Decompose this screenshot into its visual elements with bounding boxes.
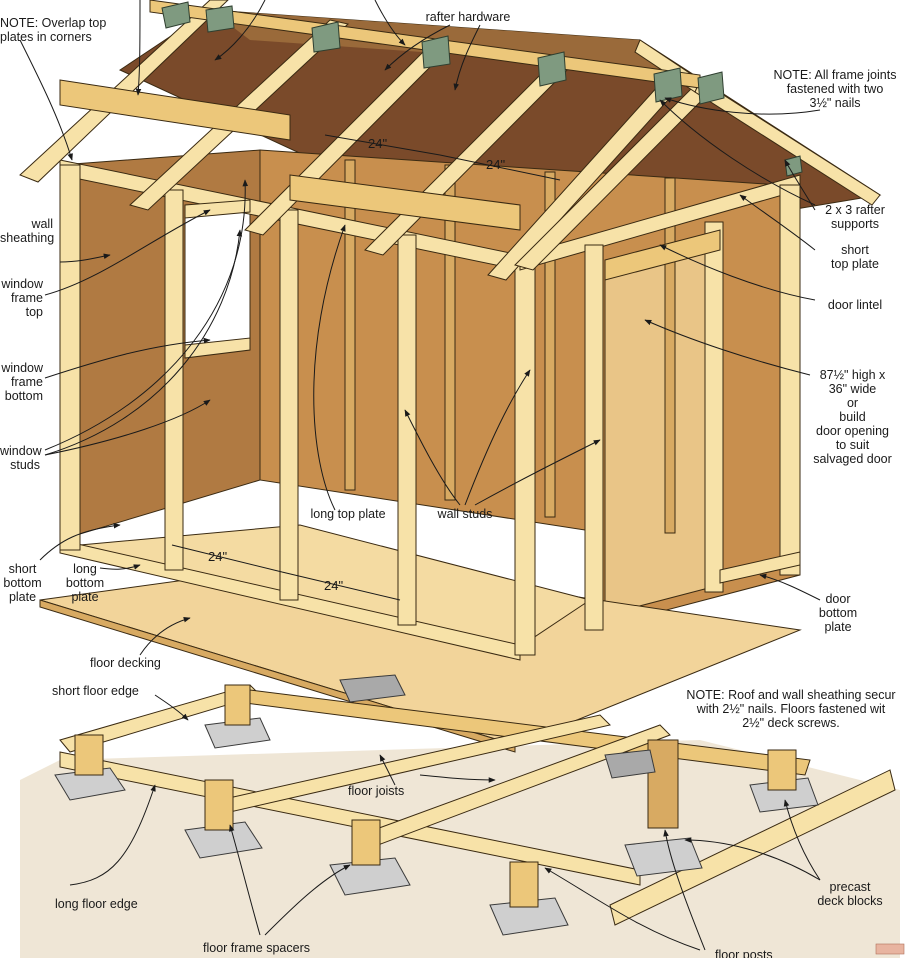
rafter-hardware xyxy=(161,1,803,177)
watermark-logo xyxy=(875,943,905,955)
label-floor-frame-spacers: floor frame spacers xyxy=(203,941,310,955)
label-long-bottom-plate: long bottom plate xyxy=(65,562,105,604)
label-wall-sheathing: wall sheathing xyxy=(0,217,55,245)
label-rafter-hardware: rafter hardware xyxy=(425,10,511,24)
label-floor-posts: floor posts xyxy=(715,948,773,958)
dimension-lines xyxy=(171,134,561,601)
dim-stud-spacing-2: 24" xyxy=(324,578,344,593)
label-sheathing-note: NOTE: Roof and wall sheathing secur with… xyxy=(686,688,896,730)
label-frame-joints-note: NOTE: All frame joints fastened with two… xyxy=(773,68,897,110)
label-door-lintel: door lintel xyxy=(827,298,883,312)
dim-rafter-spacing-1: 24" xyxy=(368,136,388,151)
dim-stud-spacing-1: 24" xyxy=(208,549,228,564)
back-studs xyxy=(344,159,676,534)
label-window-frame-top: window frame top xyxy=(1,277,43,319)
label-long-top-plate: long top plate xyxy=(310,507,386,521)
label-short-top-plate: short top plate xyxy=(831,243,879,271)
door-opening xyxy=(604,244,721,616)
label-floor-joists: floor joists xyxy=(348,784,405,798)
front-wall-frame xyxy=(59,159,536,661)
label-floor-decking: floor decking xyxy=(90,656,161,670)
label-door-size: 87½" high x 36" wide or build door openi… xyxy=(813,368,892,466)
leader-lines xyxy=(19,0,821,951)
label-short-bottom-plate: short bottom plate xyxy=(3,562,42,604)
label-wall-studs: wall studs xyxy=(437,507,493,521)
label-precast-blocks: precast deck blocks xyxy=(817,880,883,908)
label-window-studs: window studs xyxy=(0,444,42,472)
label-overlap-note: NOTE: Overlap top plates in corners xyxy=(0,16,107,44)
label-short-floor-edge: short floor edge xyxy=(52,684,139,698)
dim-rafter-spacing-2: 24" xyxy=(486,157,506,172)
label-rafter-supports: 2 x 3 rafter supports xyxy=(825,203,885,231)
rafter-support-mid xyxy=(289,174,521,231)
label-window-frame-bottom: window frame bottom xyxy=(1,361,43,403)
label-long-floor-edge: long floor edge xyxy=(55,897,138,911)
short-wall-frame xyxy=(519,174,801,631)
label-door-bottom-plate: door bottom plate xyxy=(818,592,858,634)
rafter-support-left xyxy=(59,79,291,141)
